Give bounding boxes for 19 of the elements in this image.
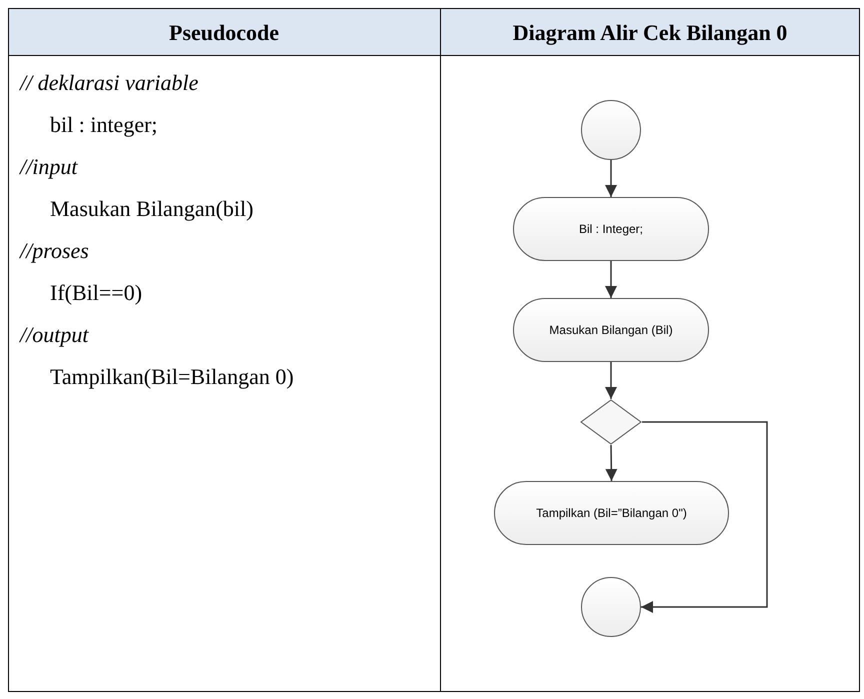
- node-label: Masukan Bilangan (Bil): [549, 322, 673, 339]
- column-header: Diagram Alir Cek Bilangan 0: [512, 18, 788, 47]
- code-comment: //output: [20, 320, 88, 349]
- arrow: [605, 444, 618, 482]
- arrow: [641, 421, 768, 613]
- code-line: Tampilkan(Bil=Bilangan 0): [50, 362, 294, 391]
- code-comment: //input: [20, 152, 78, 181]
- arrow: [605, 362, 617, 399]
- column-header: Pseudocode: [169, 18, 279, 46]
- node-label: Bil : Integer;: [578, 221, 644, 238]
- code-line: Masukan Bilangan(bil): [50, 194, 254, 223]
- node-label: Tampilkan (Bil=”Bilangan 0"): [536, 505, 687, 522]
- arrow: [605, 261, 617, 298]
- arrow: [605, 160, 617, 197]
- code-line: bil : integer;: [50, 110, 158, 139]
- decision-diamond: [580, 399, 642, 445]
- code-comment: //proses: [20, 236, 89, 265]
- code-line: If(Bil==0): [50, 278, 142, 307]
- code-comment: // deklarasi variable: [20, 68, 198, 96]
